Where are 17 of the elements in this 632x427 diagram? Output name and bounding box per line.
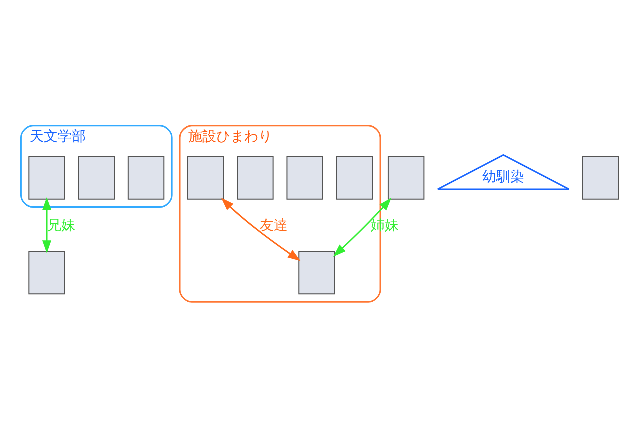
node-box <box>298 250 336 294</box>
node-box <box>128 156 165 200</box>
node-box <box>187 156 224 200</box>
node-box <box>78 156 115 200</box>
node-box <box>237 156 274 200</box>
node-box <box>28 156 66 200</box>
node-box <box>286 156 324 200</box>
arrow <box>333 197 392 256</box>
node-box <box>388 156 425 200</box>
edge-label: 兄妹 <box>47 217 76 234</box>
node-box <box>336 156 374 200</box>
edge-label: 友達 <box>260 217 288 234</box>
cluster: 天文学部 <box>20 124 173 208</box>
node-box <box>28 250 66 294</box>
node-box <box>582 156 620 200</box>
arrow <box>221 197 301 261</box>
arrow <box>42 196 52 254</box>
